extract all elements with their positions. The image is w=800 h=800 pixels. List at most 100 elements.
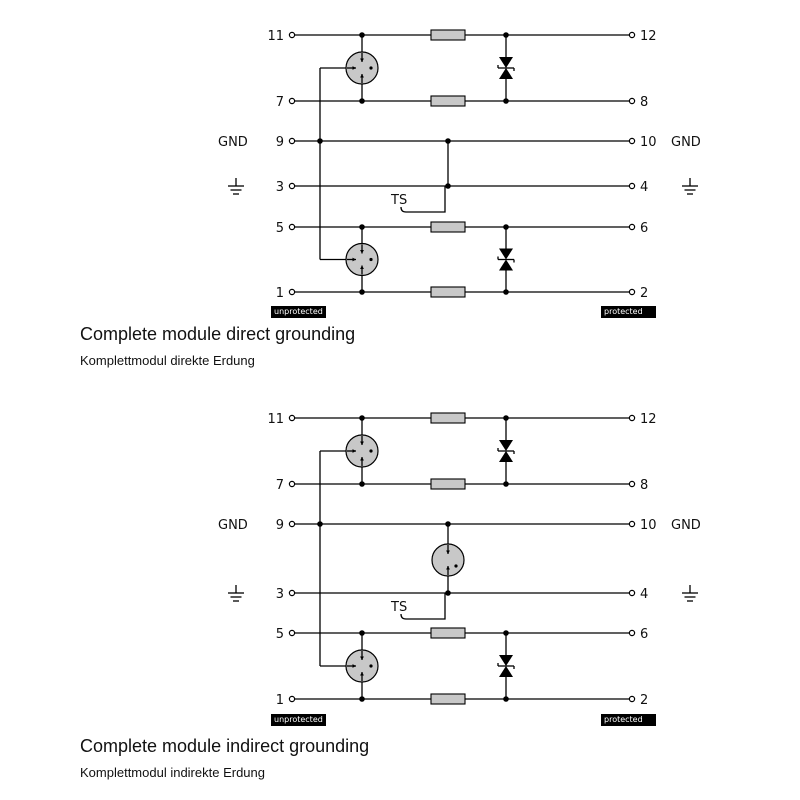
tvs-triangle bbox=[499, 451, 513, 462]
terminal-icon bbox=[288, 480, 296, 488]
gas-discharge-tube-icon bbox=[345, 649, 379, 683]
ts-label: TS bbox=[390, 600, 407, 615]
gas-discharge-tube-icon bbox=[345, 51, 379, 85]
pin-label: 11 bbox=[267, 29, 284, 44]
tvs-diode-icon bbox=[497, 227, 515, 292]
junction-dot bbox=[359, 481, 365, 487]
ts-wire bbox=[400, 186, 446, 213]
gdt-arrow-head bbox=[360, 672, 364, 676]
pin-label: 6 bbox=[640, 221, 648, 236]
ts-label: TS bbox=[390, 193, 407, 208]
junction-dot bbox=[503, 630, 509, 636]
terminal-icon bbox=[628, 589, 636, 597]
gdt-dot bbox=[369, 257, 373, 262]
gnd-label: GND bbox=[218, 135, 248, 150]
ground-icon bbox=[228, 178, 244, 195]
terminal-icon bbox=[288, 520, 296, 528]
terminal-icon bbox=[628, 137, 636, 145]
tvs-triangle bbox=[499, 248, 513, 260]
terminal-icon bbox=[628, 288, 636, 296]
terminal-icon bbox=[288, 695, 296, 703]
unprotected-tag: unprotected bbox=[271, 714, 326, 726]
thermal-switch-icon bbox=[400, 593, 446, 620]
terminal-icon bbox=[288, 414, 296, 422]
terminal-icon bbox=[288, 629, 296, 637]
terminal-icon bbox=[288, 288, 296, 296]
resistor-icon bbox=[430, 95, 466, 107]
pin-label: 2 bbox=[640, 693, 648, 708]
pin-label: 1 bbox=[276, 286, 284, 301]
diagram-title: Complete module indirect grounding bbox=[80, 736, 370, 756]
junction-dot bbox=[503, 224, 509, 230]
junction-dot bbox=[359, 696, 365, 702]
tvs-triangle bbox=[499, 68, 513, 79]
terminal-icon bbox=[628, 31, 636, 39]
tvs-triangle bbox=[499, 666, 513, 677]
junction-dot bbox=[359, 98, 365, 104]
protected-tag: protected bbox=[601, 714, 656, 726]
tvs-triangle bbox=[499, 440, 513, 451]
ts-wire bbox=[400, 593, 446, 620]
terminal-icon bbox=[628, 629, 636, 637]
gdt-arrow-head bbox=[360, 457, 364, 461]
pin-label: 12 bbox=[640, 412, 657, 427]
pin-label: 5 bbox=[276, 221, 284, 236]
terminal-icon bbox=[288, 589, 296, 597]
junction-dot bbox=[503, 415, 509, 421]
junction-dot bbox=[359, 32, 365, 38]
ground-icon bbox=[228, 585, 244, 602]
gdt-arrow-head bbox=[446, 550, 450, 554]
gdt-arrow-head bbox=[352, 449, 356, 453]
junction-dot bbox=[359, 415, 365, 421]
gdt-arrow-head bbox=[352, 257, 356, 262]
gdt-arrow-head bbox=[360, 58, 364, 62]
terminal-icon bbox=[288, 182, 296, 190]
protected-tag: protected bbox=[601, 306, 656, 318]
resistor-icon bbox=[430, 286, 466, 298]
gdt-arrow-head bbox=[360, 74, 364, 78]
gdt-dot bbox=[369, 664, 373, 668]
terminal-icon bbox=[628, 480, 636, 488]
pin-label: 7 bbox=[276, 478, 284, 493]
resistor-icon bbox=[430, 627, 466, 639]
resistor-icon bbox=[430, 478, 466, 490]
gas-discharge-tube-icon bbox=[345, 242, 379, 277]
tvs-triangle bbox=[499, 259, 513, 271]
junction-dot bbox=[317, 138, 323, 144]
pin-label: 11 bbox=[267, 412, 284, 427]
gdt-arrow-head bbox=[352, 664, 356, 668]
pin-label: 7 bbox=[276, 95, 284, 110]
gnd-label: GND bbox=[218, 518, 248, 533]
terminal-icon bbox=[288, 137, 296, 145]
junction-dot bbox=[445, 521, 451, 527]
pin-label: 10 bbox=[640, 518, 657, 533]
thermal-switch-icon bbox=[400, 186, 446, 213]
junction-dot bbox=[503, 481, 509, 487]
pin-label: 3 bbox=[276, 180, 284, 195]
tvs-triangle bbox=[499, 655, 513, 666]
gas-discharge-tube-icon bbox=[345, 434, 379, 468]
terminal-icon bbox=[288, 97, 296, 105]
pin-label: 10 bbox=[640, 135, 657, 150]
terminal-icon bbox=[628, 695, 636, 703]
tvs-diode-icon bbox=[497, 633, 515, 699]
pin-label: 6 bbox=[640, 627, 648, 642]
gas-discharge-tube-icon bbox=[431, 543, 465, 577]
junction-dot bbox=[359, 630, 365, 636]
tvs-diode-icon bbox=[497, 35, 515, 101]
pin-label: 8 bbox=[640, 95, 648, 110]
junction-dot bbox=[445, 590, 451, 596]
ground-icon bbox=[682, 585, 698, 602]
junction-dot bbox=[503, 98, 509, 104]
gdt-body bbox=[431, 543, 465, 577]
junction-dot bbox=[503, 289, 509, 295]
resistor-icon bbox=[430, 221, 466, 233]
pin-label: 1 bbox=[276, 693, 284, 708]
unprotected-tag: unprotected bbox=[271, 306, 326, 318]
junction-dot bbox=[503, 696, 509, 702]
ground-icon bbox=[682, 178, 698, 195]
junction-dot bbox=[503, 32, 509, 38]
